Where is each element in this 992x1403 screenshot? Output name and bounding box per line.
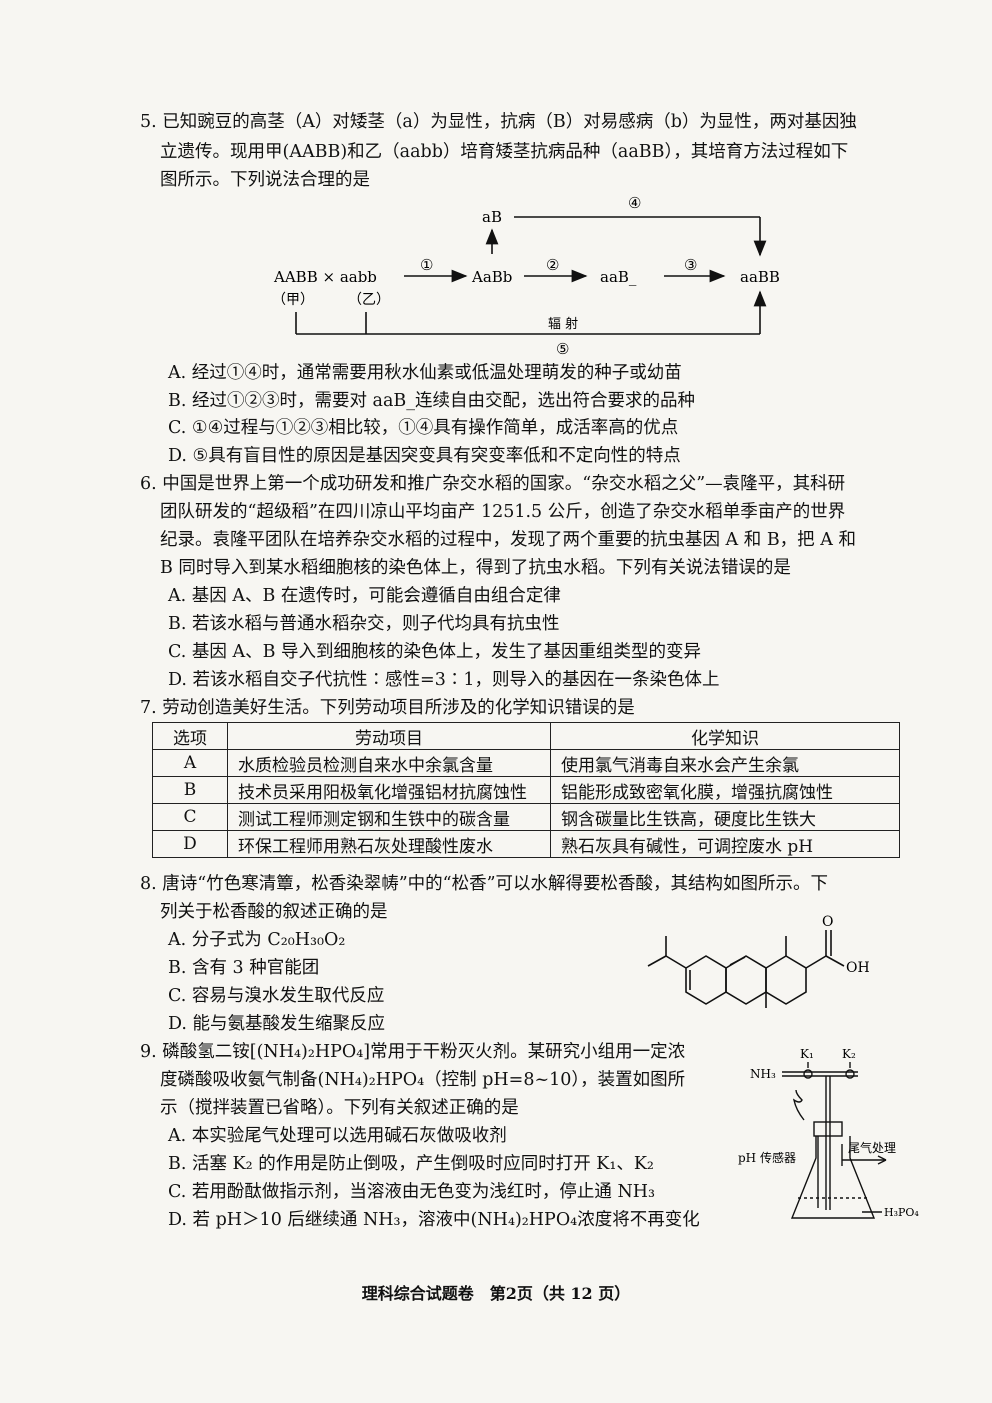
carbonyl-oxygen-label: O xyxy=(822,914,833,930)
table-cell-chemistry: 使用氯气消毒自来水会产生余氯 xyxy=(550,749,900,777)
q6-option-c: C. 基因 A、B 导入到细胞核的染色体上，发生了基因重组类型的变异 xyxy=(168,642,702,662)
genotype-AaBb: AaBb xyxy=(471,268,512,286)
apparatus-diagram: NH₃ K₁ K₂ pH 传感器 尾气处理 H₃PO₄ xyxy=(738,1047,919,1219)
table-header-labor: 劳动项目 xyxy=(227,722,551,750)
breeding-diagram: aB ④ AABB × aabb （甲） （乙） ① AaBb ② aaB_ ③… xyxy=(272,194,780,358)
q5-option-b: B. 经过①②③时，需要对 aaB_连续自由交配，选出符合要求的品种 xyxy=(168,391,696,411)
q5-option-a: A. 经过①④时，通常需要用秋水仙素或低温处理萌发的种子或幼苗 xyxy=(168,363,682,383)
q6-option-b: B. 若该水稻与普通水稻杂交，则子代均具有抗虫性 xyxy=(168,614,560,634)
step-1-label: ① xyxy=(420,256,433,274)
q6-option-a: A. 基因 A、B 在遗传时，可能会遵循自由组合定律 xyxy=(168,586,561,606)
page-footer: 理科综合试题卷 第2页（共 12 页） xyxy=(361,1284,631,1303)
q8-stem-line-2: 列关于松香酸的叙述正确的是 xyxy=(160,902,388,922)
label-yi: （乙） xyxy=(348,292,390,308)
q6-stem-line-2: 团队研发的“超级稻”在四川凉山平均亩产 1251.5 公斤，创造了杂交水稻单季亩… xyxy=(160,502,846,522)
q8-option-a: A. 分子式为 C₂₀H₃₀O₂ xyxy=(168,930,346,950)
table-cell-labor: 环保工程师用熟石灰处理酸性废水 xyxy=(227,830,551,858)
step-4-label: ④ xyxy=(628,194,641,212)
valve-k1-label: K₁ xyxy=(800,1047,814,1061)
h3po4-label: H₃PO₄ xyxy=(884,1206,919,1219)
table-cell-labor: 测试工程师测定钢和生铁中的碳含量 xyxy=(227,803,551,831)
q9-option-b: B. 活塞 K₂ 的作用是防止倒吸，产生倒吸时应同时打开 K₁、K₂ xyxy=(168,1154,654,1174)
q9-option-c: C. 若用酚酞做指示剂，当溶液由无色变为浅红时，停止通 NH₃ xyxy=(168,1182,656,1202)
q8-option-c: C. 容易与溴水发生取代反应 xyxy=(168,986,385,1006)
table-row: A 水质检验员检测自来水中余氯含量 使用氯气消毒自来水会产生余氯 xyxy=(152,749,900,777)
step-3-label: ③ xyxy=(684,256,697,274)
table-cell-chemistry: 铝能形成致密氧化膜，增强抗腐蚀性 xyxy=(550,776,900,804)
label-jia: （甲） xyxy=(272,292,314,308)
genotype-aB: aB xyxy=(482,208,502,226)
step-2-label: ② xyxy=(546,256,559,274)
q6-option-d: D. 若该水稻自交子代抗性∶感性=3∶1，则导入的基因在一条染色体上 xyxy=(168,670,720,690)
table-row: C 测试工程师测定钢和生铁中的碳含量 钢含碳量比生铁高，硬度比生铁大 xyxy=(152,803,900,831)
q6-stem-line-3: 纪录。袁隆平团队在培养杂交水稻的过程中，发现了两个重要的抗虫基因 A 和 B，把… xyxy=(160,530,856,550)
q5-stem-line-2: 立遗传。现用甲(AABB)和乙（aabb）培育矮茎抗病品种（aaBB），其培育方… xyxy=(160,142,849,162)
table-header-option: 选项 xyxy=(152,722,228,750)
tail-gas-label: 尾气处理 xyxy=(848,1140,896,1155)
table-header-chemistry: 化学知识 xyxy=(550,722,900,750)
table-header-row: 选项 劳动项目 化学知识 xyxy=(152,722,900,750)
parents-cross: AABB × aabb xyxy=(273,268,377,286)
q9-stem-line-3: 示（搅拌装置已省略）。下列有关叙述正确的是 xyxy=(160,1098,519,1118)
table-cell-labor: 水质检验员检测自来水中余氯含量 xyxy=(227,749,551,777)
q8-option-d: D. 能与氨基酸发生缩聚反应 xyxy=(168,1014,386,1034)
hydroxyl-label: OH xyxy=(846,960,870,976)
table-cell-option: C xyxy=(152,803,228,831)
q7-stem: 7. 劳动创造美好生活。下列劳动项目所涉及的化学知识错误的是 xyxy=(140,698,635,718)
q9-stem-line-2: 度磷酸吸收氨气制备(NH₄)₂HPO₄（控制 pH=8~10），装置如图所 xyxy=(160,1070,686,1090)
table-cell-option: B xyxy=(152,776,228,804)
q5-option-c: C. ①④过程与①②③相比较，①④具有操作简单，成活率高的优点 xyxy=(168,418,679,438)
table-row: B 技术员采用阳极氧化增强铝材抗腐蚀性 铝能形成致密氧化膜，增强抗腐蚀性 xyxy=(152,776,900,804)
q9-stem-line-1: 9. 磷酸氢二铵[(NH₄)₂HPO₄]常用于干粉灭火剂。某研究小组用一定浓 xyxy=(140,1042,686,1062)
q5-stem-line-1: 5. 已知豌豆的高茎（A）对矮茎（a）为显性，抗病（B）对易感病（b）为显性，两… xyxy=(140,112,857,132)
q5-option-d: D. ⑤具有盲目性的原因是基因突变具有突变率低和不定向性的特点 xyxy=(168,446,681,466)
q9-option-a: A. 本实验尾气处理可以选用碱石灰做吸收剂 xyxy=(168,1126,507,1146)
table-row: D 环保工程师用熟石灰处理酸性废水 熟石灰具有碱性，可调控废水 pH xyxy=(152,830,900,858)
table-cell-labor: 技术员采用阳极氧化增强铝材抗腐蚀性 xyxy=(227,776,551,804)
ph-sensor-label: pH 传感器 xyxy=(738,1150,796,1165)
nh3-inlet-label: NH₃ xyxy=(750,1067,776,1081)
q5-stem-line-3: 图所示。下列说法合理的是 xyxy=(160,170,370,190)
q8-option-b: B. 含有 3 种官能团 xyxy=(168,958,320,978)
valve-k2-label: K₂ xyxy=(842,1047,856,1061)
q6-stem-line-4: B 同时导入到某水稻细胞核的染色体上，得到了抗虫水稻。下列有关说法错误的是 xyxy=(160,558,791,578)
table-cell-chemistry: 钢含碳量比生铁高，硬度比生铁大 xyxy=(550,803,900,831)
abietic-acid-structure: O OH xyxy=(647,914,870,1008)
radiation-label: 辐 射 xyxy=(548,316,578,332)
step-5-label: ⑤ xyxy=(556,340,569,358)
q6-stem-line-1: 6. 中国是世界上第一个成功研发和推广杂交水稻的国家。“杂交水稻之父”—袁隆平，… xyxy=(140,474,846,494)
genotype-aaBB: aaBB xyxy=(740,268,780,286)
q7-table: 选项 劳动项目 化学知识 A 水质检验员检测自来水中余氯含量 使用氯气消毒自来水… xyxy=(152,722,900,858)
table-cell-chemistry: 熟石灰具有碱性，可调控废水 pH xyxy=(550,830,900,858)
table-cell-option: A xyxy=(152,749,228,777)
q9-option-d: D. 若 pH＞10 后继续通 NH₃，溶液中(NH₄)₂HPO₄浓度将不再变化 xyxy=(168,1210,700,1230)
genotype-aaB: aaB_ xyxy=(600,268,637,286)
table-cell-option: D xyxy=(152,830,228,858)
q8-stem-line-1: 8. 唐诗“竹色寒清簟，松香染翠帱”中的“松香”可以水解得要松香酸，其结构如图所… xyxy=(140,874,829,894)
